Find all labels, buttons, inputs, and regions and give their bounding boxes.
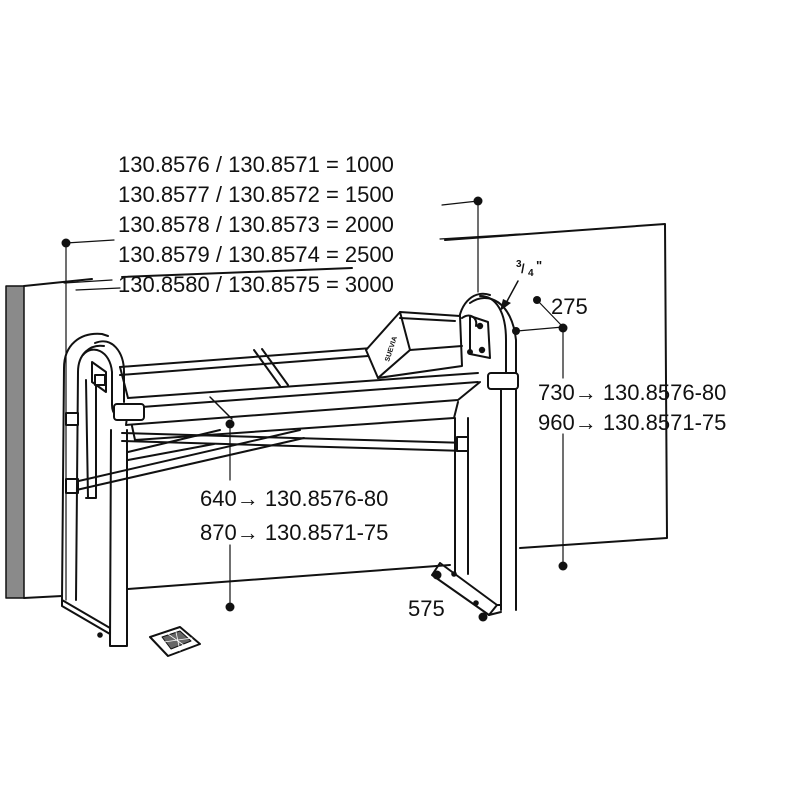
height-trough-labels: 640→ 130.8576-80 870→ 130.8571-75 [200,486,388,545]
wall-bottom-middle [127,564,451,590]
length-row-3: 130.8578 / 130.8573 = 2000 [118,212,394,237]
depth-top-label: 275 [551,294,588,319]
trough-front-rim [127,372,479,399]
diagonal-brace [69,429,305,492]
right-front-leg [431,295,517,616]
rim-clamp-right [487,372,519,390]
dimension-dots [61,196,568,622]
left-front-leg [61,340,128,647]
brace-clamp-right [456,436,469,452]
pipe-size-label: 3 / 4 " [516,258,542,279]
length-table: 130.8576 / 130.8571 = 1000 130.8577 / 13… [118,152,394,297]
pipe-size-slash: / [521,261,525,276]
wall-outline-right [444,223,668,549]
length-row-5: 130.8580 / 130.8575 = 3000 [118,272,394,297]
length-row-1: 130.8576 / 130.8571 = 1000 [118,152,394,177]
left-foot-plate [61,599,111,635]
length-row-2: 130.8577 / 130.8572 = 1500 [118,182,394,207]
trough-cross-strap [253,348,289,387]
trough-basin [94,347,519,441]
height-trough-row-1: 640→ 130.8576-80 [200,486,388,511]
pipe-size-denominator: 4 [528,268,534,279]
trough-rear-rim [119,347,373,368]
floor-drain-icon [149,626,201,657]
foot-depth-label: 575 [408,596,445,621]
wall-side-face [5,285,25,599]
right-foot-plate [431,562,498,616]
length-row-4: 130.8579 / 130.8574 = 2500 [118,242,394,267]
height-right-row-1: 730→ 130.8576-80 [538,380,726,405]
wall-bottom-left [23,595,63,599]
pipe-size-numerator: 3 [516,259,522,270]
height-right-row-2: 960→ 130.8571-75 [538,410,726,435]
height-right-labels: 730→ 130.8576-80 960→ 130.8571-75 [538,380,726,435]
cross-brace [65,429,469,494]
dimension-lines [63,200,564,607]
wall [5,223,668,599]
height-trough-row-2: 870→ 130.8571-75 [200,520,388,545]
pipe-size-unit: " [536,258,542,273]
rim-clamp-left [113,403,145,421]
diagonal-brace-2 [127,429,221,461]
valve-housing [365,311,491,379]
rear-horizontal-bar [121,432,469,452]
wall-top-edge-left [23,267,353,287]
left-rear-leg [61,332,109,601]
pipe-size-arrow [500,280,519,311]
